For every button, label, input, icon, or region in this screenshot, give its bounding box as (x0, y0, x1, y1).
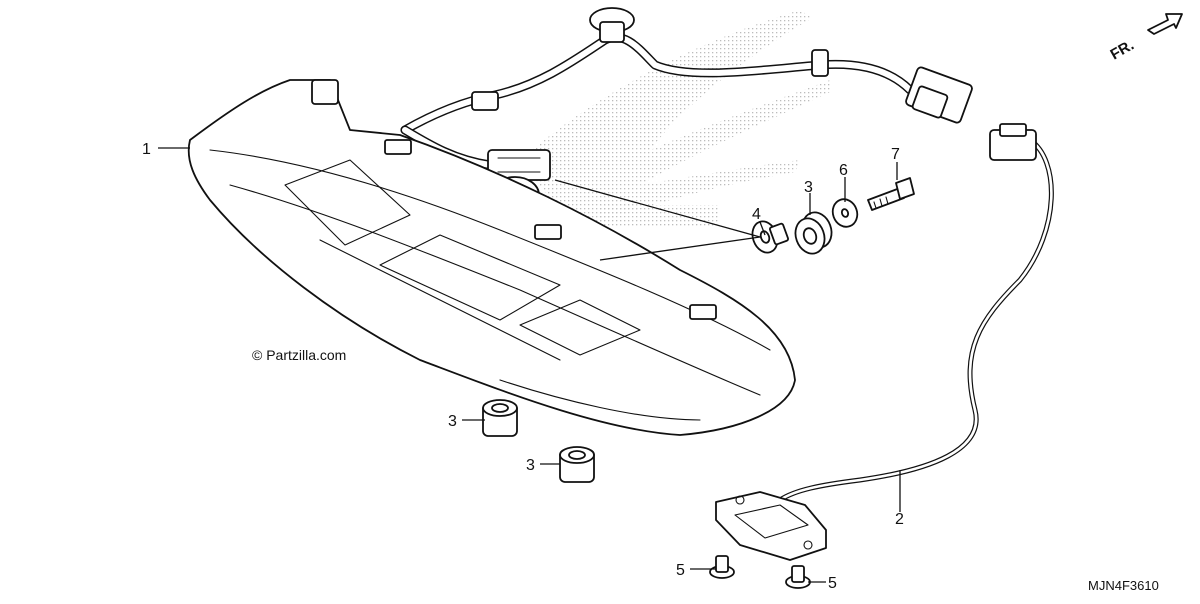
callout-3-grommet-top: 3 (804, 179, 813, 196)
cable-bottom-connector (715, 491, 827, 561)
leader-lines (158, 147, 901, 583)
callout-4-collar: 4 (752, 206, 761, 223)
grommet-part-3-top (794, 211, 833, 255)
callout-5-screw-right: 5 (828, 575, 837, 592)
screw-part-5-left (709, 555, 735, 579)
callout-7-bolt: 7 (891, 146, 900, 163)
main-harness (400, 7, 973, 214)
front-direction-arrow (1147, 13, 1183, 35)
screw-part-5-right (785, 565, 811, 589)
front-direction-label: FR. (1108, 37, 1137, 64)
grommet-part-3-left (482, 399, 518, 437)
grommet-part-3-bottom (559, 446, 595, 483)
bolt-part-7 (867, 177, 915, 211)
callout-3-grommet-bottom: 3 (526, 457, 535, 474)
callout-2-cable: 2 (895, 511, 904, 528)
watermark-wing-logo (520, 10, 830, 235)
callout-1-lamp: 1 (142, 141, 151, 158)
callout-6-washer: 6 (839, 162, 848, 179)
connector-cable (715, 123, 1054, 561)
copyright-watermark: © Partzilla.com (252, 347, 346, 363)
figure-code: MJN4F3610 (1088, 578, 1159, 593)
washer-part-6 (831, 198, 859, 228)
collar-part-4 (751, 220, 789, 254)
tail-lamp-assembly (187, 79, 796, 436)
cable-top-connector (989, 123, 1037, 161)
callout-5-screw-left: 5 (676, 562, 685, 579)
callout-3-grommet-left: 3 (448, 413, 457, 430)
harness-connector (905, 66, 973, 124)
